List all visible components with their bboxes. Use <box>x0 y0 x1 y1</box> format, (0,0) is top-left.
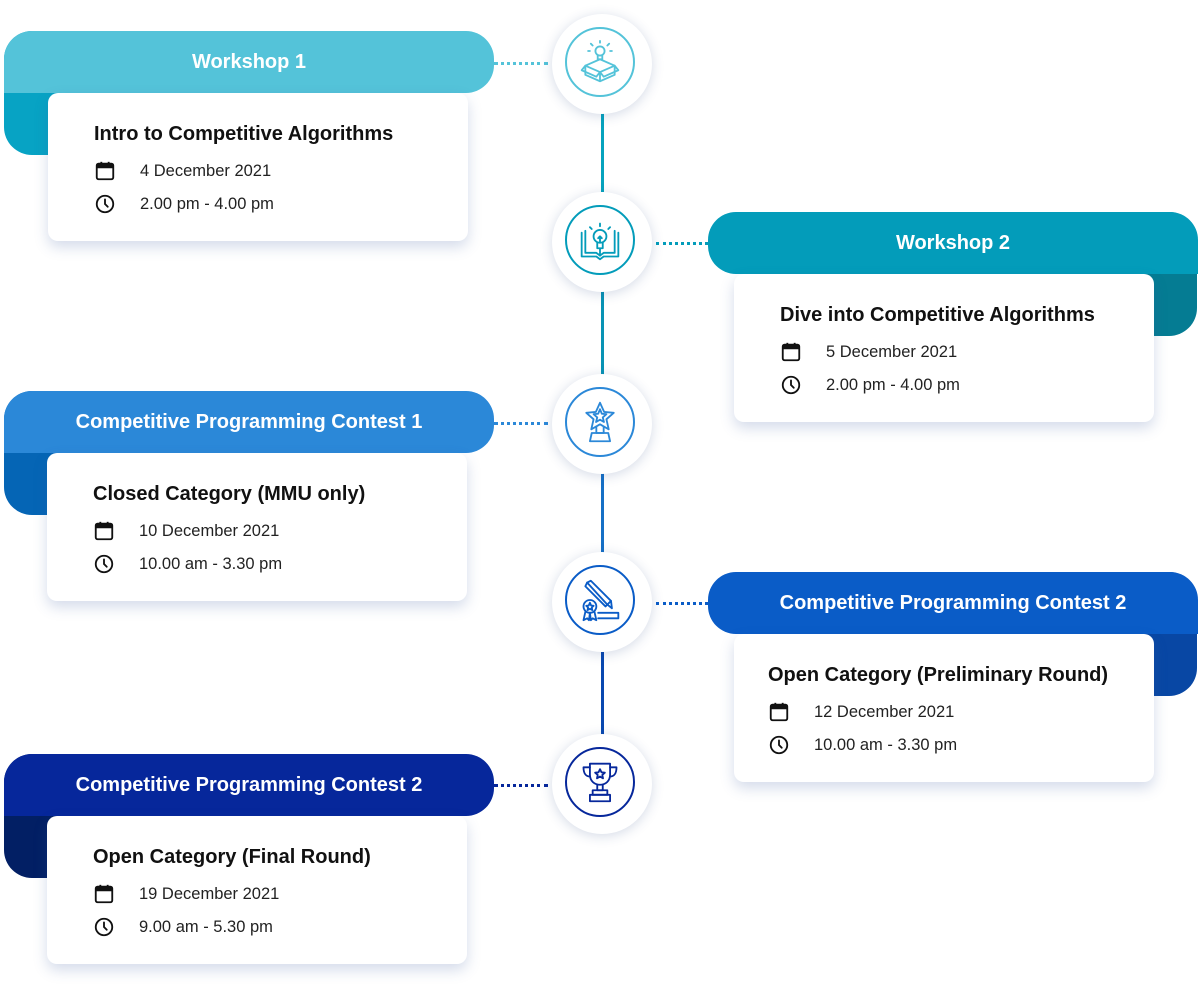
clock-icon <box>93 553 115 575</box>
event-date-row: 19 December 2021 <box>93 882 279 906</box>
event-title: Open Category (Final Round) <box>93 846 371 868</box>
event-date: 12 December 2021 <box>814 702 955 721</box>
event-card-contest-2-preliminary: Open Category (Preliminary Round) 12 Dec… <box>734 634 1154 782</box>
event-title: Open Category (Preliminary Round) <box>768 664 1109 686</box>
pencil-certificate-icon <box>582 579 620 622</box>
calendar-icon <box>94 160 116 182</box>
event-date: 19 December 2021 <box>139 884 280 903</box>
timeline-line <box>601 652 604 738</box>
event-time: 2.00 pm - 4.00 pm <box>826 375 960 394</box>
event-date-row: 5 December 2021 <box>780 340 957 364</box>
event-card-contest-2-final: Open Category (Final Round) 19 December … <box>47 816 467 964</box>
connector-dots <box>494 422 548 425</box>
event-date-row: 4 December 2021 <box>94 159 271 183</box>
event-time: 10.00 am - 3.30 pm <box>139 554 283 573</box>
clock-icon <box>94 193 116 215</box>
timeline-node-3 <box>552 374 652 474</box>
event-heading-contest-2-preliminary: Competitive Programming Contest 2 <box>708 572 1198 634</box>
event-time-row: 10.00 am - 3.30 pm <box>768 733 957 757</box>
event-heading-label: Competitive Programming Contest 1 <box>75 410 423 433</box>
clock-icon <box>93 916 115 938</box>
event-card-contest-1: Closed Category (MMU only) 10 December 2… <box>47 453 467 601</box>
connector-dots <box>494 784 548 787</box>
clock-icon <box>768 734 790 756</box>
idea-box-icon <box>580 40 620 83</box>
event-heading-label: Workshop 1 <box>191 50 307 73</box>
book-lightbulb-icon <box>580 222 620 261</box>
event-date: 10 December 2021 <box>139 521 280 540</box>
event-title: Intro to Competitive Algorithms <box>94 123 394 145</box>
event-heading-label: Workshop 2 <box>895 231 1011 254</box>
event-date: 5 December 2021 <box>826 342 958 361</box>
timeline-node-4 <box>552 552 652 652</box>
timeline-line <box>601 472 604 554</box>
calendar-icon <box>780 341 802 363</box>
event-date-row: 10 December 2021 <box>93 519 279 543</box>
event-card-workshop-2: Dive into Competitive Algorithms 5 Decem… <box>734 274 1154 422</box>
calendar-icon <box>768 701 790 723</box>
event-card-workshop-1: Intro to Competitive Algorithms 4 Decemb… <box>48 93 468 241</box>
event-time: 2.00 pm - 4.00 pm <box>140 194 274 213</box>
connector-dots <box>656 602 708 605</box>
event-title: Closed Category (MMU only) <box>93 483 366 505</box>
event-time-row: 2.00 pm - 4.00 pm <box>94 192 274 216</box>
connector-dots <box>656 242 708 245</box>
event-time-row: 2.00 pm - 4.00 pm <box>780 373 960 397</box>
event-heading-label: Competitive Programming Contest 2 <box>779 591 1127 614</box>
calendar-icon <box>93 520 115 542</box>
event-heading-contest-2-final: Competitive Programming Contest 2 <box>4 754 494 816</box>
connector-dots <box>494 62 548 65</box>
timeline-line <box>601 112 604 192</box>
clock-icon <box>780 374 802 396</box>
event-title: Dive into Competitive Algorithms <box>780 304 1095 326</box>
calendar-icon <box>93 883 115 905</box>
event-date: 4 December 2021 <box>140 161 272 180</box>
timeline-node-2 <box>552 192 652 292</box>
star-trophy-icon <box>585 401 615 443</box>
cup-trophy-icon <box>582 762 618 803</box>
event-heading-label: Competitive Programming Contest 2 <box>75 773 423 796</box>
event-time: 10.00 am - 3.30 pm <box>814 735 958 754</box>
timeline-node-5 <box>552 734 652 834</box>
event-heading-workshop-2: Workshop 2 <box>708 212 1198 274</box>
event-time-row: 9.00 am - 5.30 pm <box>93 915 273 939</box>
timeline-node-1 <box>552 14 652 114</box>
event-heading-contest-1: Competitive Programming Contest 1 <box>4 391 494 453</box>
event-heading-workshop-1: Workshop 1 <box>4 31 494 93</box>
event-time-row: 10.00 am - 3.30 pm <box>93 552 282 576</box>
event-date-row: 12 December 2021 <box>768 700 954 724</box>
event-time: 9.00 am - 5.30 pm <box>139 917 273 936</box>
timeline-line <box>601 290 604 376</box>
